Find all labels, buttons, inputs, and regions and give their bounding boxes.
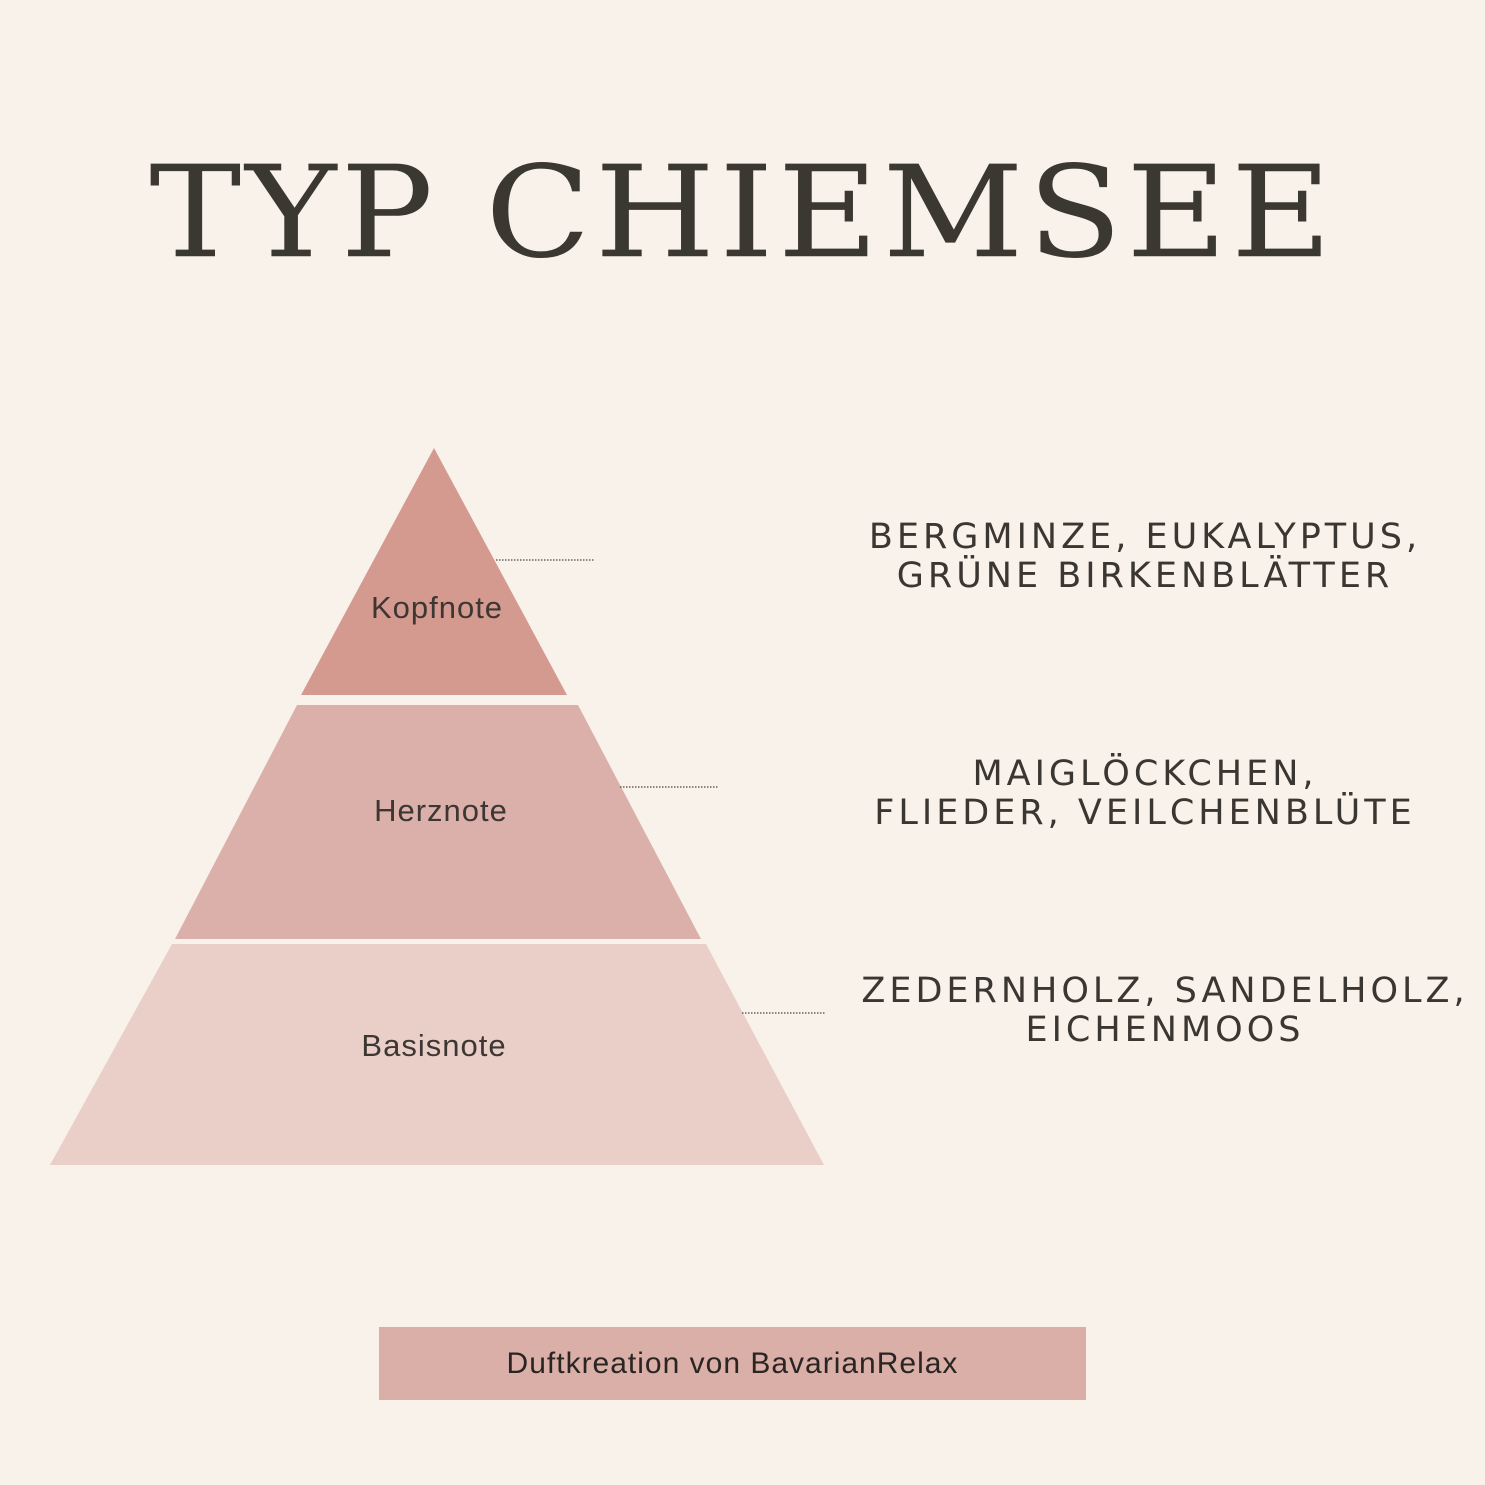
notes-herznote-line-1: MAIGLÖCKCHEN, bbox=[972, 754, 1318, 794]
notes-kopfnote-line-1: BERGMINZE, EUKALYPTUS, bbox=[868, 517, 1422, 557]
pyramid-tier-basisnote bbox=[50, 944, 824, 1165]
tier-label-basisnote: Basisnote bbox=[361, 1028, 507, 1063]
pyramid-tier-kopfnote bbox=[301, 448, 567, 695]
notes-basisnote-line-2: EICHENMOOS bbox=[1025, 1010, 1305, 1050]
notes-basisnote: ZEDERNHOLZ, SANDELHOLZ, EICHENMOOS bbox=[845, 972, 1485, 1050]
footer-text: Duftkreation von BavarianRelax bbox=[506, 1346, 959, 1380]
notes-basisnote-line-1: ZEDERNHOLZ, SANDELHOLZ, bbox=[861, 971, 1469, 1011]
tier-label-kopfnote: Kopfnote bbox=[370, 590, 504, 625]
notes-kopfnote: BERGMINZE, EUKALYPTUS, GRÜNE BIRKENBLÄTT… bbox=[825, 518, 1465, 596]
footer-banner: Duftkreation von BavarianRelax bbox=[379, 1327, 1086, 1400]
pyramid-tier-herznote bbox=[175, 705, 701, 939]
notes-herznote-line-2: FLIEDER, VEILCHENBLÜTE bbox=[874, 793, 1416, 833]
page-title: TYP CHIEMSEE bbox=[149, 138, 1336, 287]
tier-label-herznote: Herznote bbox=[374, 793, 508, 828]
notes-kopfnote-line-2: GRÜNE BIRKENBLÄTTER bbox=[896, 556, 1394, 596]
notes-herznote: MAIGLÖCKCHEN, FLIEDER, VEILCHENBLÜTE bbox=[825, 755, 1465, 833]
